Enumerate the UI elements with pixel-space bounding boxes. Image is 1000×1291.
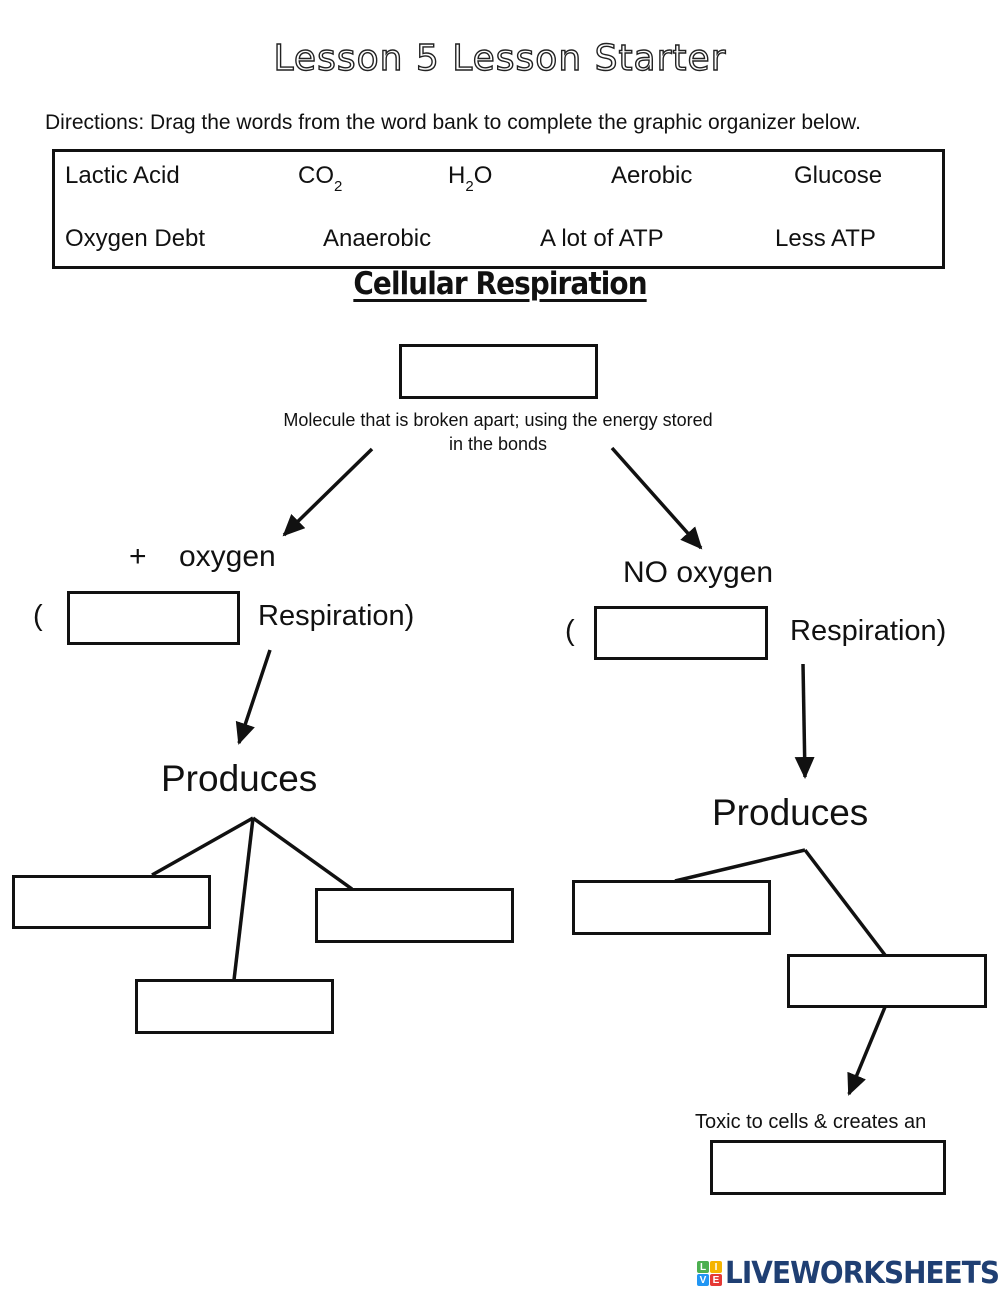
- right-produces-label: Produces: [712, 792, 869, 833]
- branch-right-1: [674, 848, 806, 883]
- right-open-paren: (: [565, 615, 575, 647]
- arrow-to-aerobic: [282, 447, 374, 537]
- branch-right-2: [803, 848, 887, 957]
- word-lactic-acid[interactable]: Lactic Acid: [65, 162, 180, 189]
- logo-letter-v: V: [697, 1274, 709, 1286]
- logo-letter-i: I: [710, 1261, 722, 1273]
- plus-sign: +: [129, 540, 147, 573]
- arrow-to-right-produces: [794, 663, 815, 779]
- drop-box-respiration-type-left[interactable]: [67, 591, 240, 645]
- arrow-to-left-produces: [235, 649, 272, 745]
- branch-left-1: [151, 816, 254, 877]
- word-anaerobic[interactable]: Anaerobic: [323, 225, 432, 252]
- word-a-lot-of-atp[interactable]: A lot of ATP: [540, 225, 664, 252]
- drop-box-respiration-type-right[interactable]: [594, 606, 768, 660]
- word-aerobic[interactable]: Aerobic: [611, 162, 693, 189]
- drop-box-left-product-3[interactable]: [315, 888, 514, 943]
- no-oxygen-label: NO oxygen: [623, 556, 774, 589]
- word-co2[interactable]: CO2: [298, 162, 342, 195]
- liveworksheets-logo: L I V E LIVEWORKSHEETS: [697, 1256, 1000, 1291]
- word-bank: Lactic Acid CO2 H2O Aerobic Glucose Oxyg…: [52, 149, 945, 269]
- logo-wordmark: LIVEWORKSHEETS: [725, 1256, 1000, 1291]
- logo-letter-e: E: [710, 1274, 722, 1286]
- top-caption-line-1: Molecule that is broken apart; using the…: [283, 410, 713, 430]
- toxic-caption: Toxic to cells & creates an: [695, 1111, 927, 1133]
- top-caption: Molecule that is broken apart; using the…: [250, 408, 746, 456]
- right-respiration-suffix: Respiration): [790, 615, 947, 647]
- drop-box-right-product-1[interactable]: [572, 880, 771, 935]
- branch-left-3: [251, 816, 354, 891]
- left-respiration-suffix: Respiration): [258, 600, 415, 632]
- left-open-paren: (: [33, 600, 43, 632]
- organizer-heading: Cellular Respiration: [353, 266, 647, 302]
- drop-box-right-product-2[interactable]: [787, 954, 987, 1008]
- top-caption-line-2: in the bonds: [448, 434, 548, 454]
- directions-text: Directions: Drag the words from the word…: [45, 111, 861, 134]
- drop-box-left-product-2[interactable]: [135, 979, 334, 1034]
- word-co2-subscript: 2: [334, 178, 343, 195]
- branch-left-2: [232, 817, 255, 981]
- drop-box-oxygen-debt[interactable]: [710, 1140, 946, 1195]
- word-h2o[interactable]: H2O: [448, 162, 492, 195]
- left-produces-label: Produces: [161, 758, 318, 799]
- word-glucose[interactable]: Glucose: [794, 162, 883, 189]
- arrow-to-toxic: [847, 1006, 887, 1096]
- drop-box-glucose[interactable]: [399, 344, 598, 399]
- drop-box-left-product-1[interactable]: [12, 875, 211, 929]
- logo-letter-l: L: [697, 1261, 709, 1273]
- word-h2o-after: O: [473, 162, 493, 189]
- word-h2o-subscript: 2: [465, 178, 474, 195]
- word-co2-base: CO: [298, 162, 334, 189]
- arrow-to-anaerobic: [610, 446, 703, 550]
- oxygen-label: oxygen: [179, 540, 276, 573]
- logo-icon: L I V E: [697, 1261, 722, 1286]
- word-h2o-base: H: [448, 162, 466, 189]
- worksheet-title: Lesson 5 Lesson Starter: [273, 37, 727, 79]
- word-less-atp[interactable]: Less ATP: [775, 225, 876, 252]
- word-oxygen-debt[interactable]: Oxygen Debt: [65, 225, 206, 252]
